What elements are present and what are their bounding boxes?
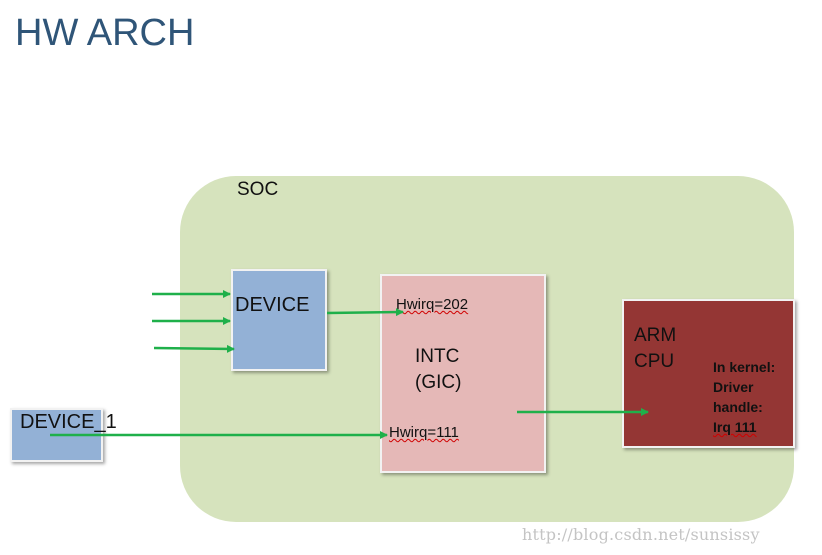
- kernel-note: In kernel: Driver handle: Irq 111: [713, 357, 775, 437]
- intc-hwirq-top-label: Hwirq=202: [396, 296, 469, 313]
- kernel-note-line: Driver: [713, 379, 754, 395]
- device1-label: DEVICE_1: [20, 411, 117, 433]
- device-label: DEVICE: [235, 294, 310, 316]
- page-title: HW ARCH: [15, 12, 195, 54]
- intc-box: [380, 274, 546, 473]
- cpu-box: [622, 299, 795, 448]
- watermark: http://blog.csdn.net/sunsissy: [522, 525, 760, 544]
- input-arrow-3: [153, 344, 235, 353]
- kernel-note-line: In kernel:: [713, 359, 776, 375]
- cpu-label: ARM CPU: [634, 323, 676, 375]
- intc-label: INTC (GIC): [415, 344, 461, 396]
- intc-label-line1: INTC: [415, 346, 460, 367]
- intc-label-line2: (GIC): [415, 372, 462, 393]
- cpu-label-line1: ARM: [634, 325, 677, 346]
- cpu-label-line2: CPU: [634, 351, 675, 372]
- intc-hwirq-bottom-label: Hwirq=111: [389, 424, 459, 441]
- device-to-intc-arrow: [326, 308, 404, 317]
- soc-label: SOC: [237, 179, 279, 200]
- kernel-note-line: Irq 111: [713, 419, 757, 435]
- kernel-note-line: handle:: [713, 399, 763, 415]
- device-box: [231, 269, 327, 371]
